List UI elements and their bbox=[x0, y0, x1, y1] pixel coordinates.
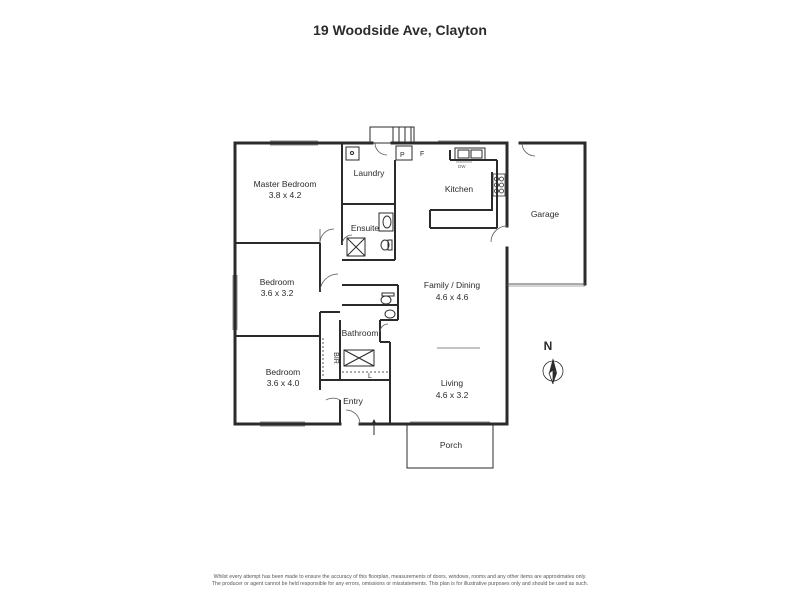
laundry-tub-icon bbox=[345, 146, 360, 161]
entry-label: Entry bbox=[343, 396, 364, 406]
door-swings bbox=[319, 142, 536, 425]
bedroom2-label: Bedroom bbox=[260, 277, 295, 287]
bathroom-label: Bathroom bbox=[342, 328, 379, 338]
bathroom-fixtures bbox=[343, 292, 396, 367]
disclaimer: Whilst every attempt has been made to en… bbox=[190, 574, 610, 587]
master-bedroom-label: Master Bedroom bbox=[254, 179, 317, 189]
outer-walls bbox=[233, 141, 587, 426]
pantry-marker: P bbox=[400, 152, 405, 159]
dishwasher-marker: DW bbox=[458, 164, 466, 169]
family-dining-size: 4.6 x 4.6 bbox=[436, 292, 469, 302]
compass: N bbox=[542, 339, 564, 385]
fridge-marker: F bbox=[420, 151, 424, 158]
ensuite-label: Ensuite bbox=[351, 223, 380, 233]
family-dining-label: Family / Dining bbox=[424, 280, 480, 290]
rear-steps bbox=[369, 126, 415, 144]
compass-north-label: N bbox=[544, 339, 553, 353]
kitchen-label: Kitchen bbox=[445, 184, 474, 194]
compass-rose-icon bbox=[542, 358, 564, 385]
bir-label: BIR bbox=[332, 352, 339, 364]
disclaimer-line-2: The producer or agent cannot be held res… bbox=[211, 580, 589, 587]
pantry-box bbox=[395, 145, 413, 161]
bedroom3-label: Bedroom bbox=[266, 367, 301, 377]
bedroom2-size: 3.6 x 3.2 bbox=[261, 288, 294, 298]
master-bedroom-size: 3.8 x 4.2 bbox=[269, 190, 302, 200]
stove-icon bbox=[492, 173, 506, 197]
living-size: 4.6 x 3.2 bbox=[436, 390, 469, 400]
entry-arrow-icon bbox=[371, 419, 377, 435]
garage-label: Garage bbox=[531, 209, 560, 219]
kitchen-sink-icon bbox=[454, 147, 486, 161]
property-address-title: 19 Woodside Ave, Clayton bbox=[313, 22, 487, 38]
ensuite-fixtures bbox=[346, 212, 394, 257]
living-label: Living bbox=[441, 378, 463, 388]
porch-outline bbox=[406, 424, 494, 469]
windows bbox=[232, 140, 490, 427]
disclaimer-line-1: Whilst every attempt has been made to en… bbox=[213, 574, 587, 580]
interior-walls bbox=[235, 143, 498, 424]
laundry-label: Laundry bbox=[354, 168, 385, 178]
porch-label: Porch bbox=[440, 440, 462, 450]
bedroom3-size: 3.6 x 4.0 bbox=[267, 378, 300, 388]
linen-marker: L bbox=[368, 373, 372, 380]
